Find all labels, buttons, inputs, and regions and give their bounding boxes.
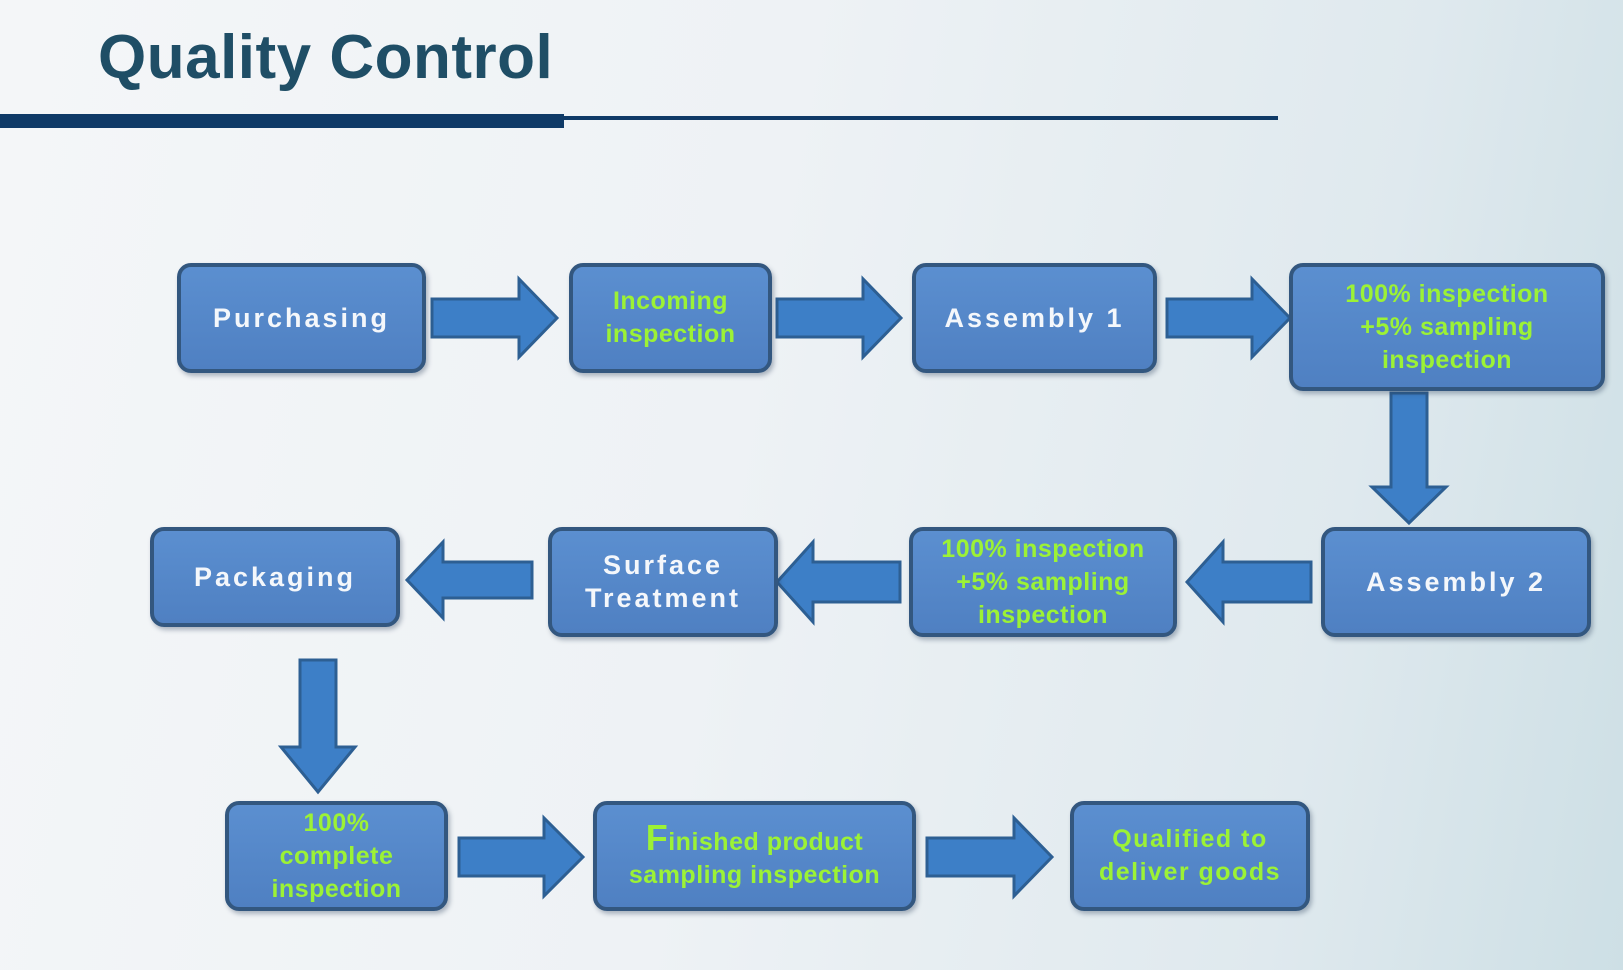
- step-complete-inspection-label: 100% complete inspection: [271, 808, 402, 903]
- title-rule-thin: [564, 116, 1278, 120]
- step-qualified-to-deliver-label: Qualified to deliver goods: [1098, 825, 1282, 886]
- arrow-finished-to-qualified: [925, 814, 1055, 900]
- arrow-surface-to-packaging: [404, 538, 534, 622]
- step-incoming-inspection-label: Incoming inspection: [605, 287, 736, 348]
- step-complete-inspection: 100% complete inspection: [225, 801, 448, 911]
- arrow-assembly-1-to-inspection: [1165, 275, 1293, 361]
- step-incoming-inspection: Incoming inspection: [569, 263, 772, 373]
- slide-title: Quality Control: [98, 23, 554, 92]
- title-rule-thick: [0, 114, 564, 128]
- arrow-purchasing-to-incoming: [430, 275, 560, 361]
- arrow-packaging-down-to-complete: [277, 658, 359, 795]
- step-finished-product-rest: inished product sampling inspection: [628, 827, 881, 889]
- step-assembly-1: Assembly 1: [912, 263, 1157, 373]
- step-purchasing: Purchasing: [177, 263, 426, 373]
- step-assembly-2: Assembly 2: [1321, 527, 1591, 637]
- step-purchasing-label: Purchasing: [212, 302, 391, 333]
- step-inspection-after-assembly-2-label: 100% inspection +5% sampling inspection: [941, 534, 1145, 629]
- arrow-inspection-down-to-assembly-2: [1368, 391, 1450, 526]
- arrow-assembly-2-to-inspection: [1184, 538, 1313, 626]
- step-surface-treatment-label: Surface Treatment: [584, 550, 742, 613]
- step-inspection-after-assembly-1-label: 100% inspection +5% sampling inspection: [1345, 279, 1549, 374]
- step-assembly-1-label: Assembly 1: [944, 302, 1125, 333]
- step-inspection-after-assembly-1: 100% inspection +5% sampling inspection: [1289, 263, 1605, 391]
- step-inspection-after-assembly-2: 100% inspection +5% sampling inspection: [909, 527, 1177, 637]
- step-finished-product-sampling: Finished product sampling inspection: [593, 801, 916, 911]
- arrow-inspection-to-surface: [774, 538, 902, 626]
- step-finished-product-sampling-label: Finished product sampling inspection: [628, 819, 881, 892]
- arrow-incoming-to-assembly-1: [775, 275, 904, 361]
- arrow-complete-to-finished: [457, 814, 586, 900]
- step-assembly-2-label: Assembly 2: [1365, 566, 1547, 597]
- step-qualified-to-deliver: Qualified to deliver goods: [1070, 801, 1310, 911]
- step-finished-product-first-letter: F: [645, 816, 669, 858]
- step-packaging-label: Packaging: [193, 561, 357, 592]
- step-surface-treatment: Surface Treatment: [548, 527, 778, 637]
- step-packaging: Packaging: [150, 527, 400, 627]
